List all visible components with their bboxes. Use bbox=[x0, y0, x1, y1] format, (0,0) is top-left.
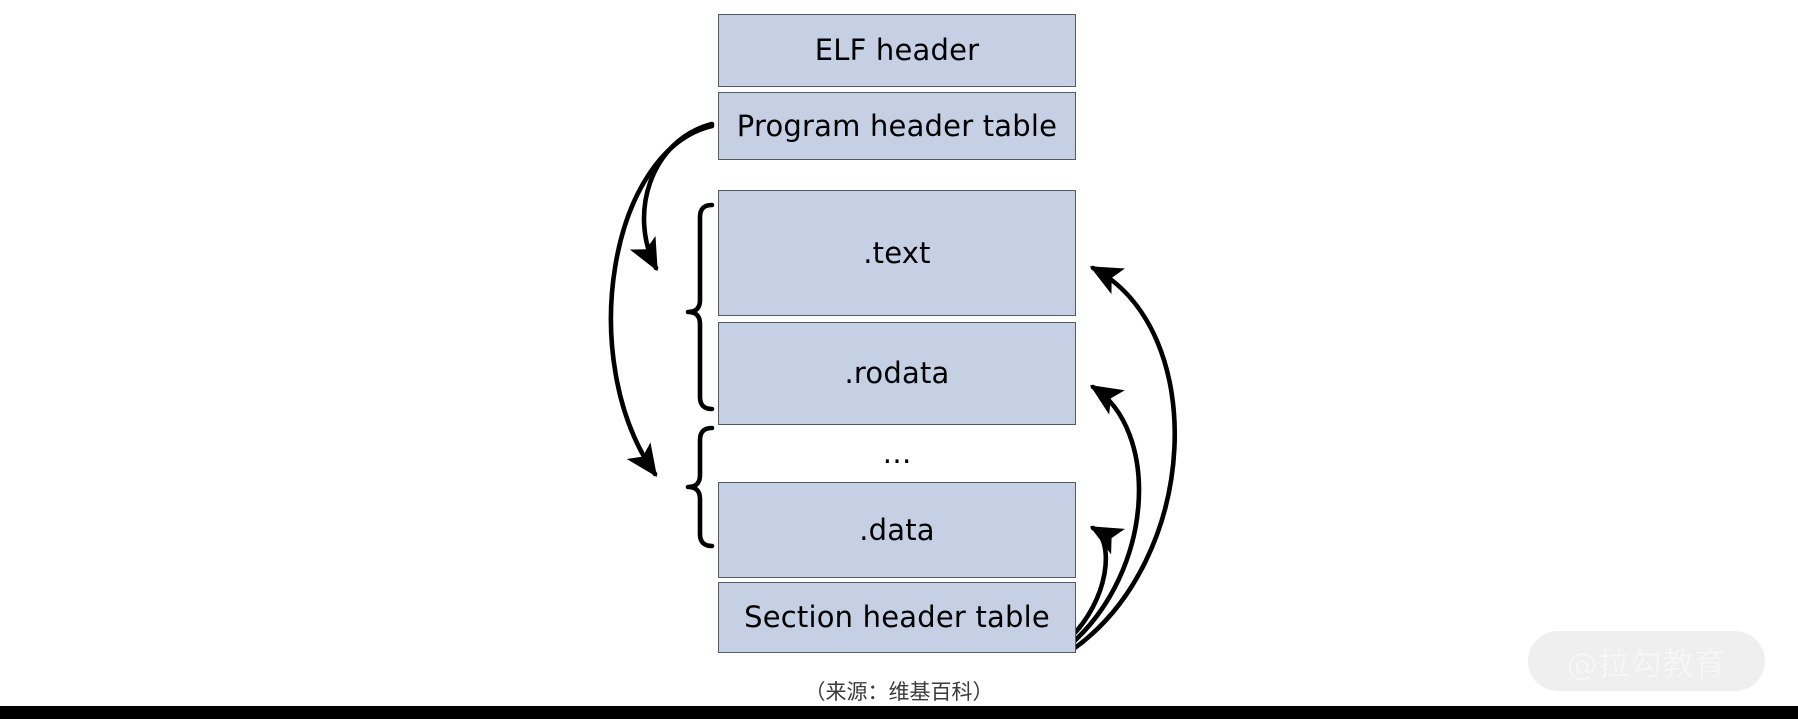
elf-box-program-header-table: Program header table bbox=[718, 92, 1076, 160]
elf-box-data: .data bbox=[718, 482, 1076, 578]
arrow-phdr-to-segment-lower-icon bbox=[608, 123, 715, 478]
arrow-shdr-to-data-icon bbox=[1065, 525, 1125, 643]
elf-box-elf-header: ELF header bbox=[718, 14, 1076, 87]
bottom-black-bar bbox=[0, 706, 1798, 719]
figure-caption: （来源：维基百科） bbox=[804, 680, 994, 704]
arrow-shdr-to-text-icon bbox=[1069, 265, 1178, 653]
watermark-label: @拉勾教育 bbox=[1566, 646, 1727, 683]
segment-brace-lower-icon bbox=[685, 425, 715, 549]
elf-box-rodata: .rodata bbox=[718, 322, 1076, 425]
elf-box-ellipsis: … bbox=[718, 425, 1076, 482]
elf-box-section-header-table: Section header table bbox=[718, 582, 1076, 653]
elf-box-text: .text bbox=[718, 190, 1076, 316]
arrow-shdr-to-rodata-icon bbox=[1067, 384, 1142, 648]
segment-brace-upper-icon bbox=[685, 202, 715, 412]
watermark-badge: @拉勾教育 bbox=[1528, 631, 1765, 691]
